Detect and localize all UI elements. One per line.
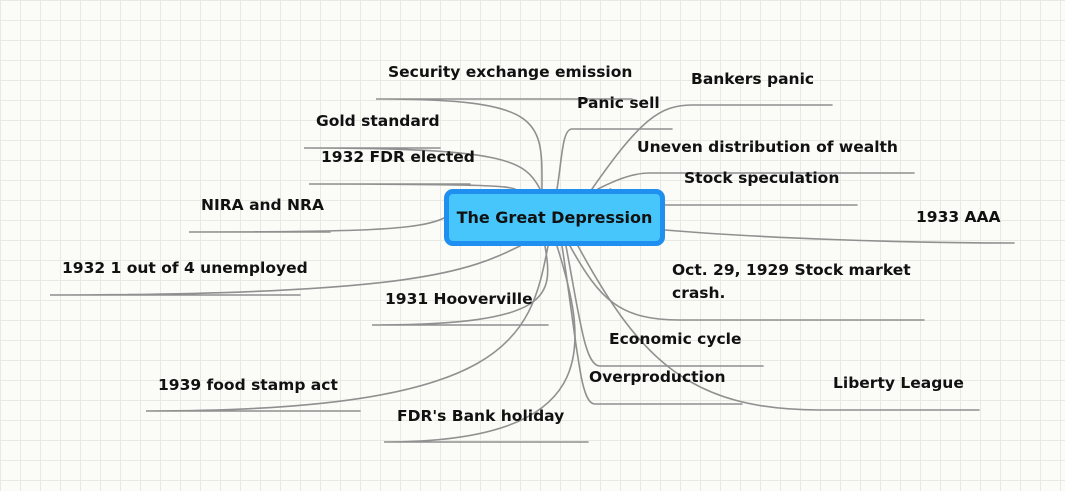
topic-fdrs-bank-holiday[interactable]: FDR's Bank holiday	[397, 407, 565, 425]
topic-gold-standard[interactable]: Gold standard	[316, 112, 440, 130]
connector-1932-1-out-of-4-unemployed	[49, 245, 521, 296]
topic-nira-and-nra[interactable]: NIRA and NRA	[201, 196, 324, 214]
topic-economic-cycle[interactable]: Economic cycle	[609, 330, 742, 348]
topic-1932-1-out-of-4-unemployed[interactable]: 1932 1 out of 4 unemployed	[62, 259, 308, 277]
connector-economic-cycle	[565, 245, 764, 367]
central-topic[interactable]: The Great Depression	[444, 189, 665, 246]
connector-gold-standard	[303, 147, 541, 190]
topic-security-exchange-emission[interactable]: Security exchange emission	[388, 63, 633, 81]
topic-bankers-panic[interactable]: Bankers panic	[691, 70, 815, 88]
topic-liberty-league[interactable]: Liberty League	[833, 374, 964, 392]
connector-oct-29-1929-stock-market-crash	[569, 245, 925, 321]
connector-uneven-distribution-of-wealth	[597, 172, 915, 190]
connector-1933-aaa	[664, 229, 1015, 244]
topic-overproduction[interactable]: Overproduction	[589, 368, 726, 386]
connector-panic-sell	[556, 128, 673, 190]
connector-fdrs-bank-holiday	[383, 245, 589, 443]
connector-1932-fdr-elected	[308, 183, 516, 190]
connector-nira-and-nra	[188, 217, 445, 233]
topic-panic-sell[interactable]: Panic sell	[577, 94, 660, 112]
connector-bankers-panic	[591, 104, 833, 190]
topic-1933-aaa[interactable]: 1933 AAA	[916, 208, 1001, 226]
topic-1932-fdr-elected[interactable]: 1932 FDR elected	[321, 148, 475, 166]
connector-security-exchange-emission	[375, 98, 633, 190]
connector-liberty-league	[577, 245, 980, 411]
topic-1931-hooverville[interactable]: 1931 Hooverville	[385, 290, 533, 308]
topic-stock-speculation[interactable]: Stock speculation	[684, 169, 840, 187]
connector-1939-food-stamp-act	[145, 245, 549, 412]
topic-uneven-distribution-of-wealth[interactable]: Uneven distribution of wealth	[637, 138, 898, 156]
connector-1931-hooverville	[371, 245, 549, 326]
topic-1939-food-stamp-act[interactable]: 1939 food stamp act	[158, 376, 338, 394]
topic-oct-29-1929-stock-market-crash[interactable]: Oct. 29, 1929 Stock market crash.	[672, 261, 911, 302]
central-topic-label: The Great Depression	[456, 208, 653, 227]
